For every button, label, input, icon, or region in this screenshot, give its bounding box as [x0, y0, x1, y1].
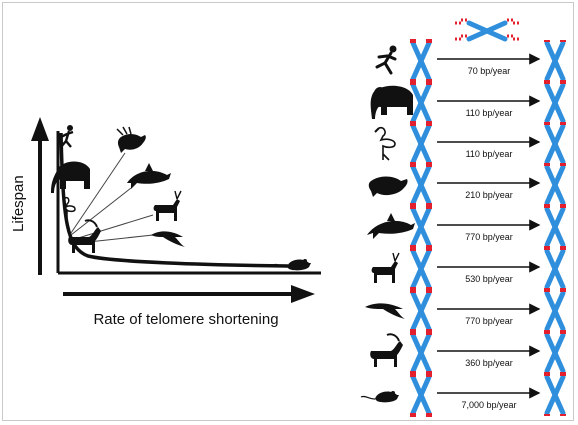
chromosome-long-telomere-icon: [410, 331, 432, 375]
chromosome-short-telomere-icon: [544, 374, 566, 416]
graph-dolphin-icon: [127, 163, 171, 189]
rate-label: 770 bp/year: [465, 316, 513, 326]
telomere-rate-rows: 70 bp/year 110 bp/year 110 bp/year 210 bp/y…: [360, 39, 566, 417]
chromosome-short-telomere-icon: [544, 290, 566, 332]
reindeer-silhouette-icon: [371, 252, 400, 283]
dolphin-silhouette-icon: [367, 213, 415, 239]
lifespan-graph: Lifespan Rate of telomere shortening: [10, 117, 321, 328]
rate-row: 360 bp/year: [370, 331, 566, 375]
chromosome-short-telomere-icon: [544, 332, 566, 374]
graph-mouse-icon: [272, 259, 311, 271]
chromosome-long-telomere-icon: [410, 39, 432, 83]
graph-goat-icon: [68, 219, 101, 253]
figure-frame: Lifespan Rate of telomere shortening 70 …: [2, 2, 574, 421]
human-silhouette-icon: [375, 45, 397, 75]
rate-row: 770 bp/year: [365, 289, 566, 333]
rate-label: 210 bp/year: [465, 190, 513, 200]
telomere-diagram: Lifespan Rate of telomere shortening 70 …: [10, 18, 575, 422]
rate-row: 7,000 bp/year: [360, 373, 566, 417]
rate-row: 110 bp/year: [374, 122, 566, 166]
graph-seabird-icon: [151, 231, 185, 247]
chromosome-short-telomere-icon: [544, 40, 566, 82]
flamingo-silhouette-icon: [374, 126, 396, 161]
graph-reindeer-icon: [153, 190, 182, 221]
rate-label: 70 bp/year: [468, 66, 511, 76]
chromosome-long-telomere-icon: [410, 373, 432, 417]
rate-label: 360 bp/year: [465, 358, 513, 368]
shearwater-silhouette-icon: [365, 303, 405, 319]
rate-label: 530 bp/year: [465, 274, 513, 284]
x-axis-label: Rate of telomere shortening: [93, 311, 278, 328]
chromosome-long-telomere-icon: [410, 81, 432, 125]
rate-label: 7,000 bp/year: [461, 400, 516, 410]
graph-elephant-icon: [51, 161, 90, 193]
chromosome-short-telomere-icon: [544, 123, 566, 165]
rate-row: 70 bp/year: [375, 39, 566, 83]
rate-label: 110 bp/year: [466, 149, 513, 159]
y-axis-label: Lifespan: [10, 175, 27, 232]
y-axis-arrowhead: [31, 117, 49, 141]
mouse-silhouette-icon: [360, 391, 399, 403]
lifespan-curve: [59, 132, 289, 268]
graph-flamingo-icon: [64, 196, 76, 218]
graph-human-icon: [60, 125, 74, 148]
rate-label: 770 bp/year: [465, 232, 513, 242]
chromosome-long-telomere-icon: [410, 247, 432, 291]
chromosome-long-telomere-icon: [410, 289, 432, 333]
chromosome-short-telomere-icon: [544, 82, 566, 124]
chromosome-short-telomere-icon: [544, 248, 566, 290]
elephant-silhouette-icon: [370, 85, 413, 119]
goat-silhouette-icon: [370, 333, 403, 367]
chromosome-short-telomere-icon: [544, 164, 566, 206]
rate-row: 530 bp/year: [371, 247, 566, 291]
vulture-silhouette-icon: [368, 176, 408, 197]
rate-row: 770 bp/year: [367, 205, 566, 249]
graph-vulture-icon: [116, 126, 146, 153]
x-axis-arrowhead: [291, 285, 315, 303]
chromosome-long-telomere-icon: [410, 122, 432, 166]
telomere-chromosome-header-icon: [455, 18, 519, 42]
chromosome-long-telomere-icon: [410, 163, 432, 207]
rate-label: 110 bp/year: [466, 108, 513, 118]
pointer-lines: [70, 152, 154, 244]
rate-row: 210 bp/year: [368, 163, 566, 207]
rate-row: 110 bp/year: [370, 81, 566, 125]
chromosome-short-telomere-icon: [544, 206, 566, 248]
